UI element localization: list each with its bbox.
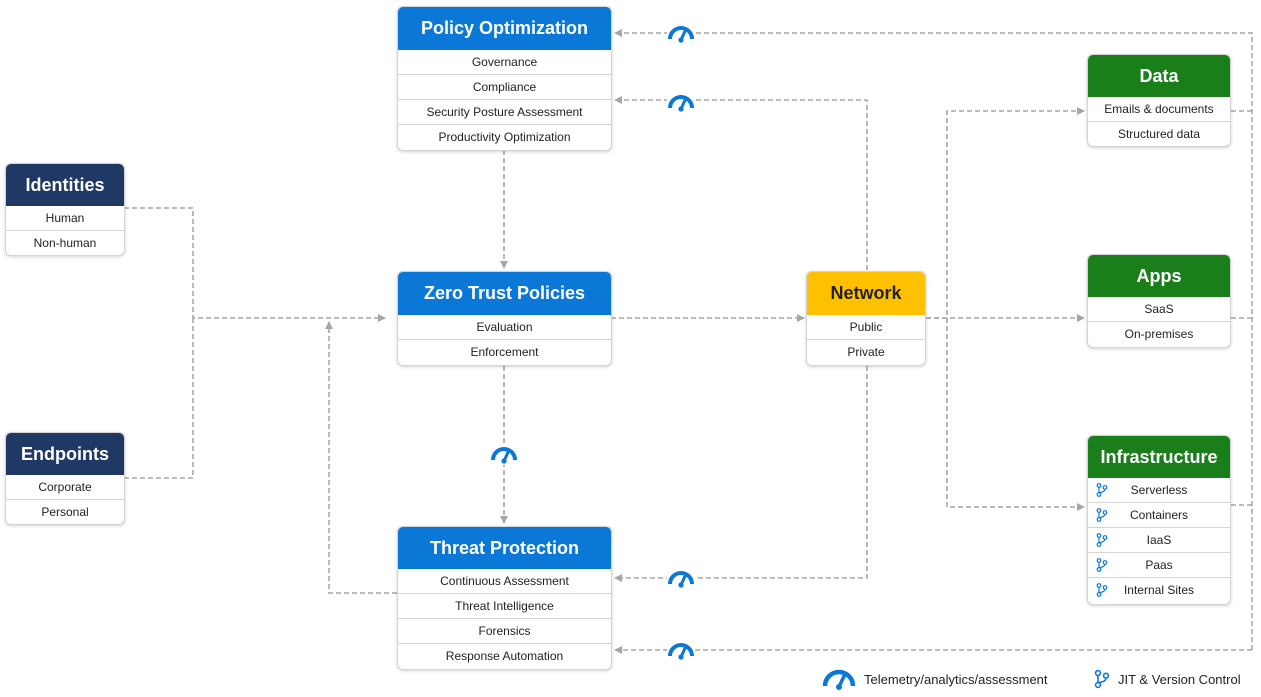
policy-optimization-box: Policy Optimization Governance Complianc… xyxy=(397,6,612,151)
threat-protection-box: Threat Protection Continuous Assessment … xyxy=(397,526,612,670)
data-box: Data Emails & documents Structured data xyxy=(1087,54,1231,147)
identities-connector xyxy=(124,207,386,322)
apps-title: Apps xyxy=(1088,255,1230,297)
endpoints-box: Endpoints Corporate Personal xyxy=(5,432,125,525)
branch-icon xyxy=(1096,533,1108,547)
apps-item-saas: SaaS xyxy=(1144,302,1174,316)
network-title: Network xyxy=(807,272,925,315)
infra-item-containers: Containers xyxy=(1088,502,1230,527)
legend-jit-label: JIT & Version Control xyxy=(1118,671,1241,687)
gauge-icon xyxy=(490,443,518,465)
branch-icon xyxy=(1096,483,1108,497)
legend-telemetry-label: Telemetry/analytics/assessment xyxy=(864,671,1048,687)
gauge-icon xyxy=(667,22,695,44)
identities-item-non-human: Non-human xyxy=(6,230,124,255)
infra-item-iaas: IaaS xyxy=(1088,527,1230,552)
gauge-icon xyxy=(822,669,856,690)
infrastructure-box: Infrastructure Serverless Containers Iaa… xyxy=(1087,435,1231,605)
telemetry-bus-top xyxy=(614,29,1253,650)
threat-to-ztp-connector xyxy=(325,321,397,594)
gauge-icon xyxy=(667,567,695,589)
infra-item-paas: Paas xyxy=(1088,552,1230,577)
legend-jit: JIT & Version Control xyxy=(1094,669,1241,689)
apps-box: Apps SaaS On-premises xyxy=(1087,254,1231,348)
network-item-private: Private xyxy=(807,339,925,364)
branch-icon xyxy=(1096,583,1108,597)
policy-item-governance: Governance xyxy=(471,55,538,69)
gauge-icon xyxy=(667,91,695,113)
infra-item-serverless: Serverless xyxy=(1088,478,1230,502)
identities-item-human: Human xyxy=(45,211,85,225)
network-to-policy-connector xyxy=(614,96,868,270)
data-title: Data xyxy=(1088,55,1230,97)
threat-item-threat-intelligence: Threat Intelligence xyxy=(398,593,611,618)
network-to-threat-connector xyxy=(614,366,868,582)
threat-item-response-automation: Response Automation xyxy=(398,643,611,668)
threat-protection-title: Threat Protection xyxy=(398,527,611,569)
threat-item-forensics: Forensics xyxy=(398,618,611,643)
legend-telemetry: Telemetry/analytics/assessment xyxy=(822,668,1048,690)
policy-optimization-title: Policy Optimization xyxy=(398,7,611,50)
ztp-item-enforcement: Enforcement xyxy=(398,339,611,364)
network-to-infra-connector xyxy=(946,318,1085,511)
branch-icon xyxy=(1096,508,1108,522)
zero-trust-policies-title: Zero Trust Policies xyxy=(398,272,611,315)
endpoints-connector xyxy=(124,318,194,479)
policy-item-security-posture: Security Posture Assessment xyxy=(398,99,611,124)
policy-item-compliance: Compliance xyxy=(398,74,611,99)
endpoints-item-personal: Personal xyxy=(6,499,124,524)
apps-item-on-premises: On-premises xyxy=(1088,321,1230,346)
infra-item-label: IaaS xyxy=(1146,533,1172,547)
infra-item-internal-sites: Internal Sites xyxy=(1088,577,1230,602)
network-box: Network Public Private xyxy=(806,271,926,366)
endpoints-title: Endpoints xyxy=(6,433,124,475)
threat-item-continuous-assessment: Continuous Assessment xyxy=(440,574,569,588)
ztp-item-evaluation: Evaluation xyxy=(476,320,533,334)
infra-item-label: Paas xyxy=(1145,558,1173,572)
branch-icon xyxy=(1094,669,1110,689)
identities-title: Identities xyxy=(6,164,124,206)
policy-item-productivity: Productivity Optimization xyxy=(398,124,611,149)
network-item-public: Public xyxy=(849,320,883,334)
data-item-emails-documents: Emails & documents xyxy=(1104,102,1214,116)
infrastructure-title: Infrastructure xyxy=(1088,436,1230,478)
infra-item-label: Containers xyxy=(1129,508,1189,522)
data-item-structured-data: Structured data xyxy=(1088,121,1230,146)
network-to-data-connector xyxy=(926,107,1085,319)
infra-item-label: Serverless xyxy=(1130,483,1188,497)
zero-trust-policies-box: Zero Trust Policies Evaluation Enforceme… xyxy=(397,271,612,366)
identities-box: Identities Human Non-human xyxy=(5,163,125,256)
infra-item-label: Internal Sites xyxy=(1123,583,1195,597)
branch-icon xyxy=(1096,558,1108,572)
endpoints-item-corporate: Corporate xyxy=(38,480,92,494)
gauge-icon xyxy=(667,639,695,661)
